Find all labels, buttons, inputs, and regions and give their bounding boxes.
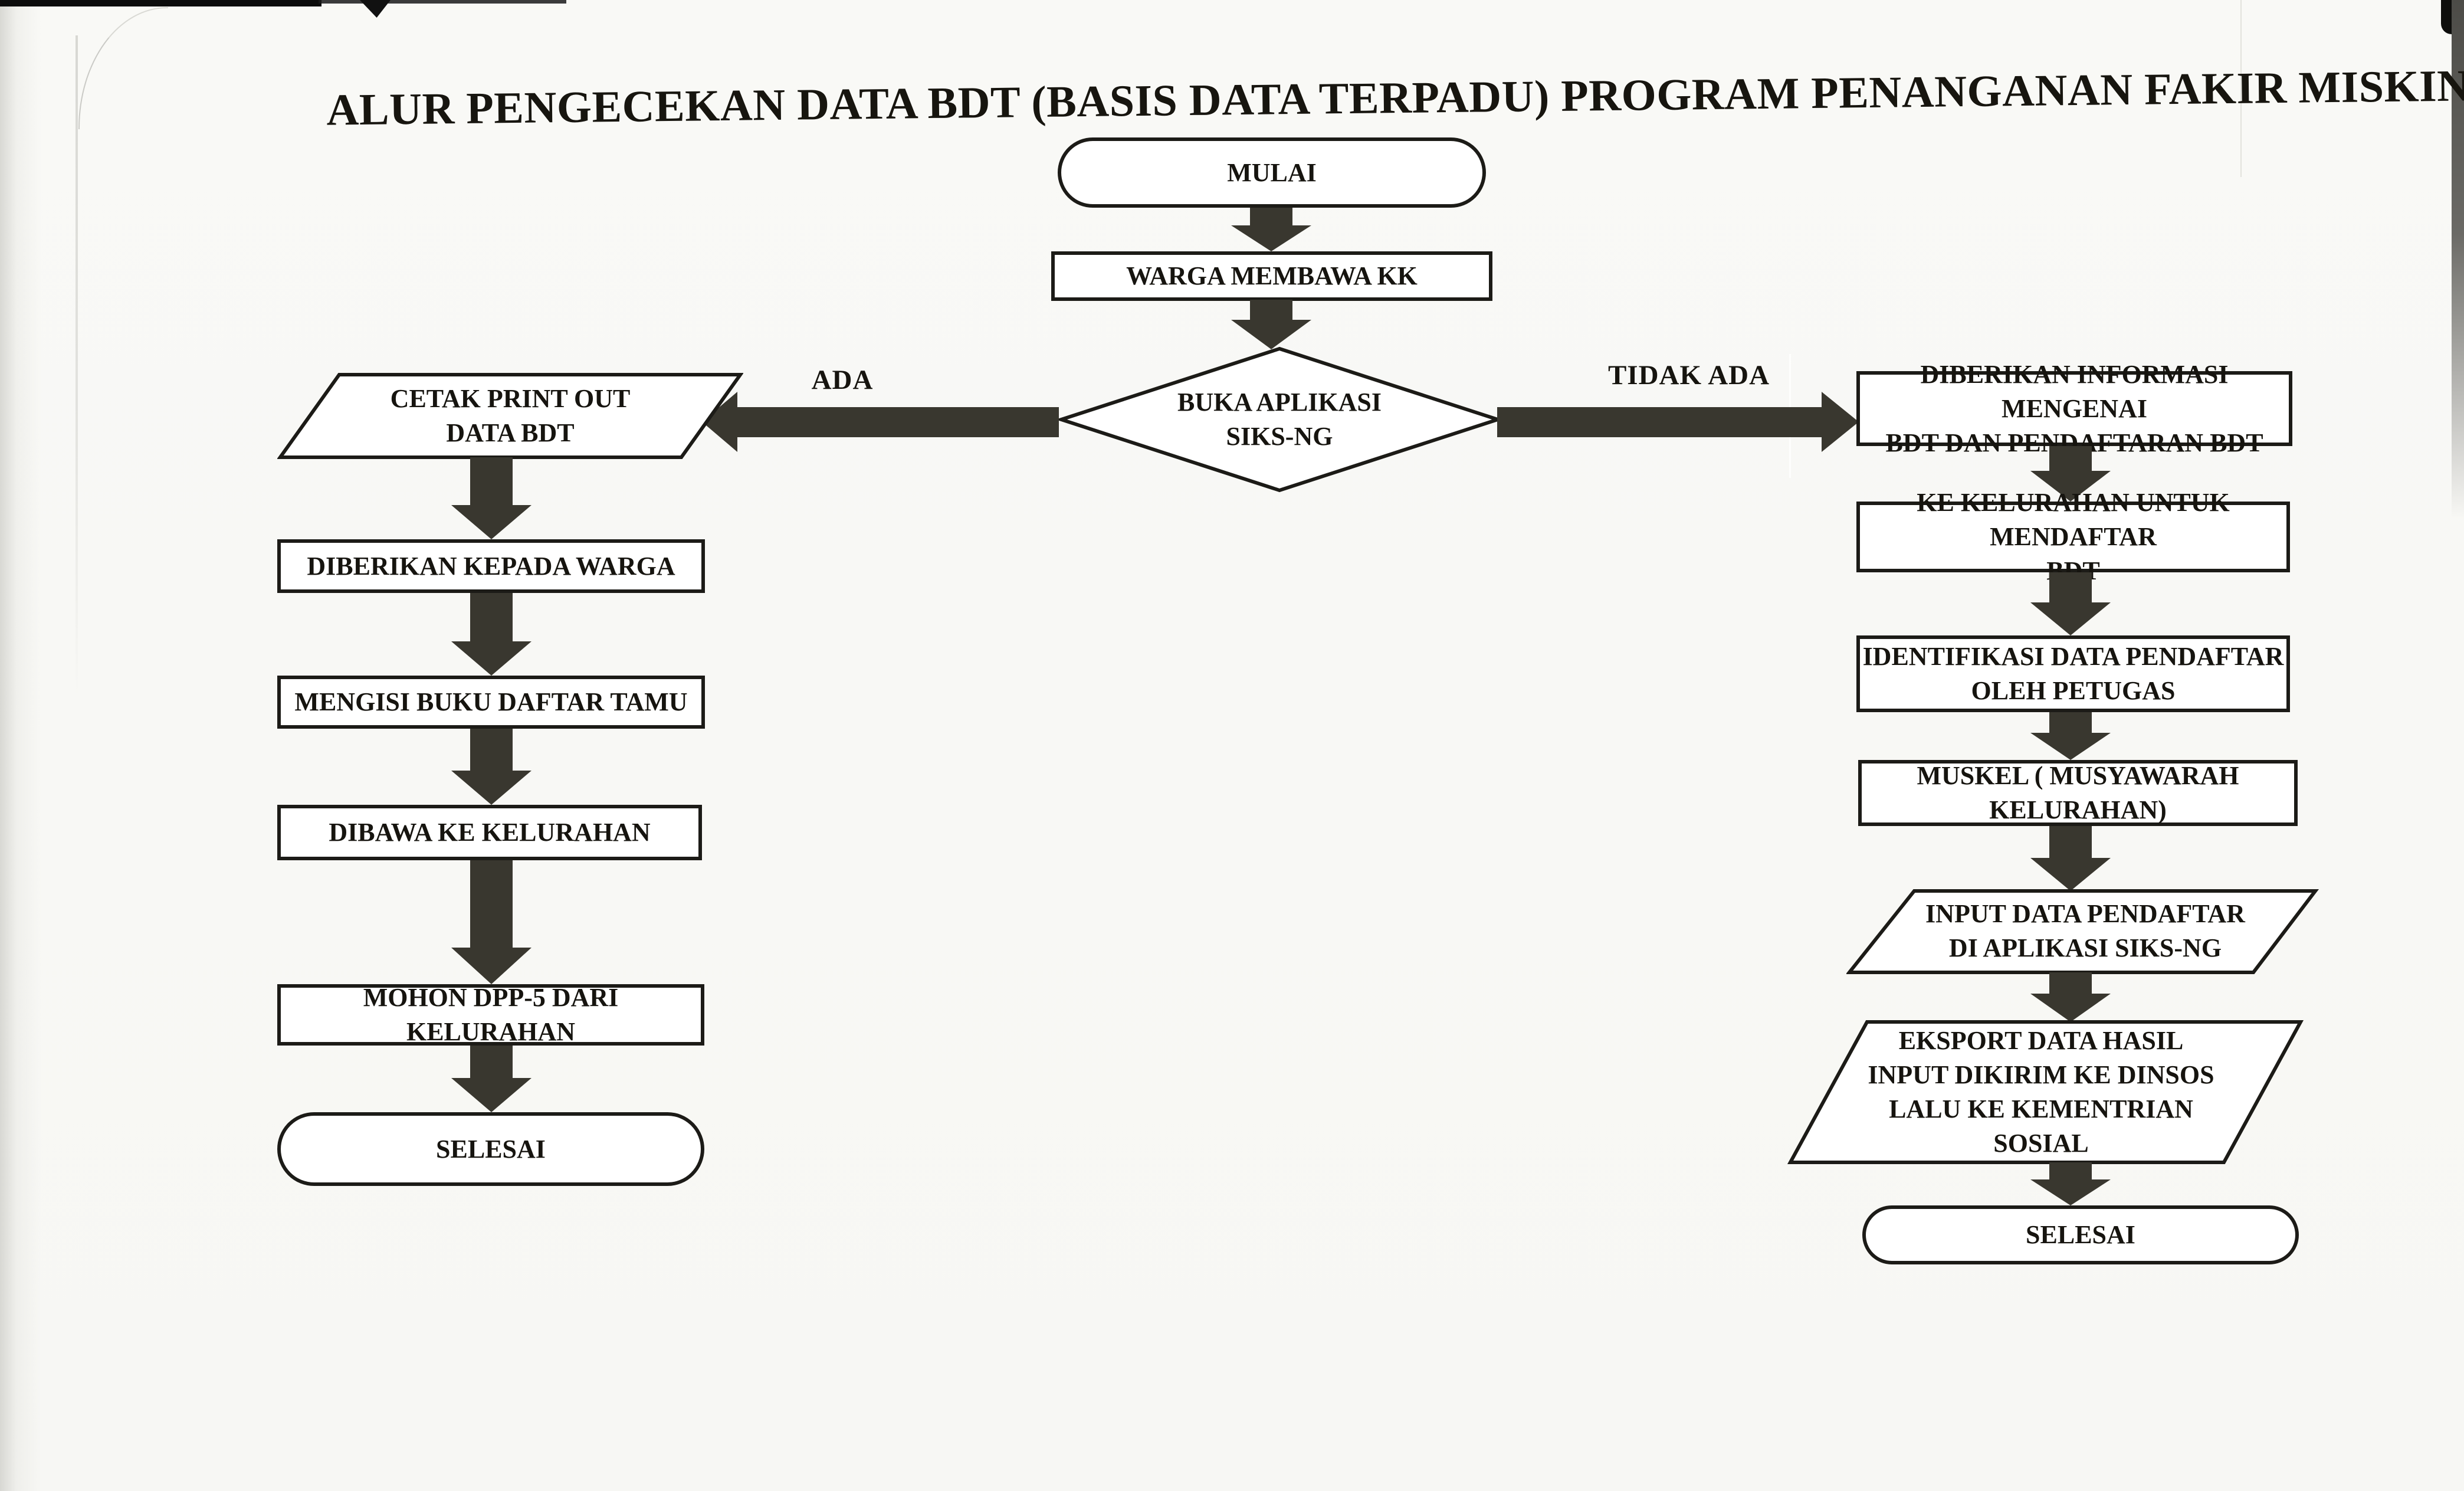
scan-artifact-page-curl [78,7,168,129]
arrow-down-input-to-eksport [2030,972,2111,1022]
arrow-left-ada [702,392,1059,452]
arrow-down-warga-to-decision [1231,300,1311,349]
node-label: MENGISI BUKU DAFTAR TAMU [294,687,688,716]
arrow-down-mengisi-to-dibawa [451,729,531,805]
arrow-down-cetak-to-diberikan [451,457,531,539]
node-selesai-right: SELESAI [1862,1205,2299,1264]
arrow-down-dibawa-to-mohon [451,860,531,984]
branch-label-ada: ADA [811,365,874,395]
node-label-line: DIBERIKAN INFORMASI MENGENAI [1920,359,2229,423]
node-warga-membawa-kk: WARGA MEMBAWA KK [1051,251,1492,301]
node-mulai: MULAI [1058,137,1486,208]
node-label-line: DI APLIKASI SIKS-NG [1948,933,2222,962]
scan-artifact-top-edge [0,0,321,6]
scan-artifact-top-edge-thin [319,0,566,4]
node-muskel-musyawarah-kelurahan: MUSKEL ( MUSYAWARAH KELURAHAN) [1858,760,2298,826]
scan-artifact-right-edge-shadow [2452,0,2464,519]
io-parallelogram-cetak-shape [277,373,743,459]
node-label-line: SOSIAL [1993,1129,2089,1158]
node-label-line: INPUT DIKIRIM KE DINSOS [1868,1060,2214,1089]
node-eksport-data-hasil: EKSPORT DATA HASIL INPUT DIKIRIM KE DINS… [1835,1024,2248,1161]
node-label-line: LALU KE KEMENTRIAN [1889,1095,2193,1123]
node-label: MOHON DPP-5 DARI KELURAHAN [363,983,619,1046]
node-label-line: EKSPORT DATA HASIL [1898,1026,2184,1055]
node-buka-aplikasi-siksng: BUKA APLIKASI SIKS-NG [1117,363,1442,476]
node-label-line: MUSKEL ( MUSYAWARAH [1917,761,2239,790]
decision-diamond-shape [1058,346,1501,493]
node-label-line: DATA BDT [446,418,575,447]
scan-artifact-crease-top-right [2240,0,2242,177]
arrow-down-identifikasi-to-muskel [2030,712,2111,760]
branch-label-tidak-ada: TIDAK ADA [1607,360,1770,391]
node-mohon-dpp5-dari-kelurahan: MOHON DPP-5 DARI KELURAHAN [277,983,704,1046]
arrow-down-muskel-to-input [2030,826,2111,891]
node-label-line: OLEH PETUGAS [1971,676,2176,705]
node-dibawa-ke-kelurahan: DIBAWA KE KELURAHAN [277,805,702,860]
io-parallelogram-eksport-shape [1787,1020,2304,1164]
node-label-line: KE KELURAHAN UNTUK MENDAFTAR [1917,488,2230,551]
node-label-line: KELURAHAN) [1989,795,2167,824]
node-mengisi-buku-daftar-tamu: MENGISI BUKU DAFTAR TAMU [277,676,705,729]
arrow-down-eksport-to-selesai [2030,1162,2111,1205]
node-identifikasi-data-pendaftar: IDENTIFIKASI DATA PENDAFTAR OLEH PETUGAS [1856,635,2290,712]
node-cetak-print-out-data-bdt: CETAK PRINT OUT DATA BDT [307,378,714,454]
node-label: MULAI [1227,158,1317,187]
node-ke-kelurahan-mendaftar-bdt: KE KELURAHAN UNTUK MENDAFTAR BDT [1856,488,2290,585]
scan-artifact-top-notch [360,0,391,18]
node-input-data-pendaftar-siksng: INPUT DATA PENDAFTAR DI APLIKASI SIKS-NG [1882,892,2289,970]
node-label: SELESAI [436,1134,546,1164]
node-label-line: BUKA APLIKASI [1177,388,1382,417]
node-diberikan-informasi-bdt: DIBERIKAN INFORMASI MENGENAI BDT DAN PEN… [1856,360,2292,457]
node-label-line: CETAK PRINT OUT [390,384,631,413]
scan-artifact-crease-left [76,35,78,696]
node-label-line: SIKS-NG [1226,422,1333,451]
node-label: DIBAWA KE KELURAHAN [329,818,651,847]
node-label: WARGA MEMBAWA KK [1126,261,1418,290]
node-label: SELESAI [2026,1220,2135,1249]
arrow-down-mohon-to-selesai [451,1046,531,1112]
arrow-right-tidak-ada [1497,392,1859,452]
arrow-down-informasi-to-kelurahan [2030,446,2111,502]
arrow-down-kelurahan-to-identifikasi [2030,572,2111,635]
page-title: ALUR PENGECEKAN DATA BDT (BASIS DATA TER… [326,60,2464,135]
node-selesai-left: SELESAI [277,1112,704,1186]
arrow-down-diberikan-to-mengisi [451,593,531,676]
arrow-down-mulai-to-warga [1231,208,1311,251]
node-label: DIBERIKAN KEPADA WARGA [307,551,675,581]
io-parallelogram-input-shape [1846,889,2319,974]
node-label-line: IDENTIFIKASI DATA PENDAFTAR [1862,642,2284,671]
node-diberikan-kepada-warga: DIBERIKAN KEPADA WARGA [277,539,705,593]
node-label-line: INPUT DATA PENDAFTAR [1925,899,2245,928]
